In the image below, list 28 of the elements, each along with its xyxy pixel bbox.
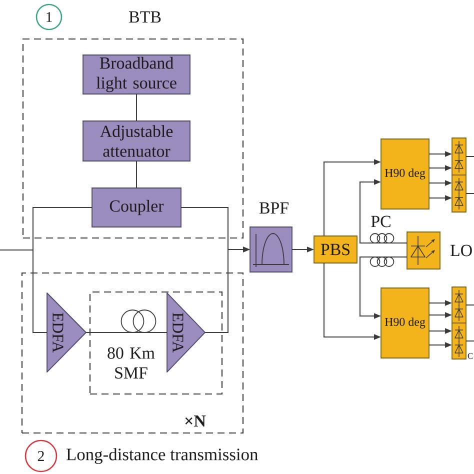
component-label: LO [450, 244, 472, 256]
connector-line [466, 340, 474, 342]
connector-line [0, 250, 48, 333]
amplifier-triangle: EDFA [166, 292, 206, 372]
connector-line [400, 256, 408, 258]
splitter-box: PBS [314, 236, 358, 264]
connector-line [466, 304, 474, 306]
group-title: BTB [129, 11, 161, 23]
connector-line [86, 332, 114, 333]
hybrid-box: H90 deg [380, 288, 430, 358]
connector-line [466, 156, 474, 157]
repeat-label: ×N [185, 415, 206, 427]
polarization-controller [362, 256, 400, 267]
component-box: Adjustable attenuator [82, 120, 190, 162]
component-box: Broadband light source [82, 54, 190, 94]
component-label: PC [371, 216, 390, 228]
hybrid-box: H90 deg [380, 138, 430, 210]
component-label: BPF [259, 202, 288, 214]
fiber-label: 80 Km SMF [108, 347, 155, 379]
connector-line [400, 242, 408, 244]
connector-line [136, 94, 137, 122]
group-title: Long-distance transmission [66, 448, 258, 464]
amplifier-triangle: EDFA [46, 292, 86, 372]
connector-line [136, 160, 137, 188]
fiber-spool [114, 310, 164, 333]
connector-line [162, 332, 168, 333]
connector-line [466, 193, 474, 194]
component-box: Coupler [92, 188, 182, 228]
